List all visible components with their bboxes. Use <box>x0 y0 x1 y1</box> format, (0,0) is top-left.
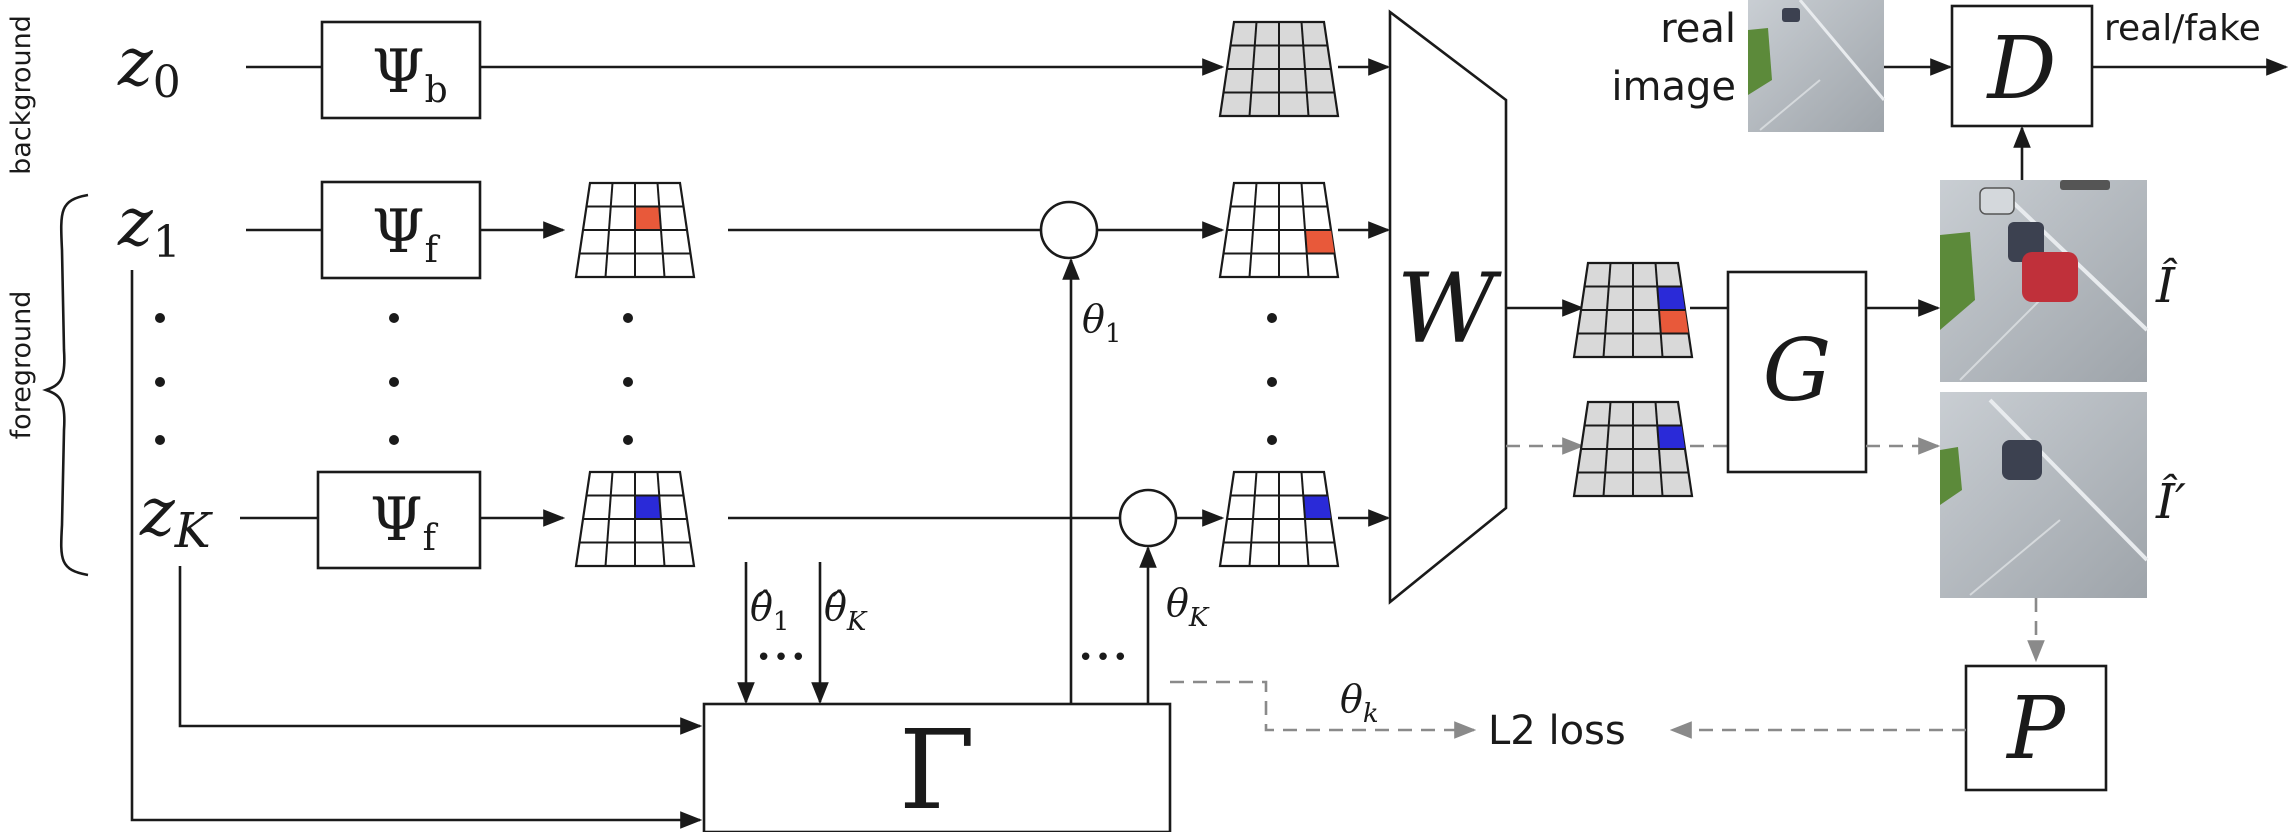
theta-hat-K-label: θ̂K <box>824 585 868 637</box>
real-image-label-line1: real <box>1660 6 1736 52</box>
psi-fK-box <box>316 470 482 570</box>
grid-object-cell <box>1303 495 1331 519</box>
psi-fK-label: Ψf <box>370 485 439 559</box>
pose-net-label: P <box>2005 679 2067 779</box>
gamma-box <box>702 702 1172 832</box>
feature-grid-zK <box>574 470 696 568</box>
gamma-label: Γ <box>899 706 975 832</box>
grid-object-cell <box>1305 230 1335 254</box>
ellipsis-dot <box>1267 313 1277 323</box>
theta-K-label: θK <box>1166 581 1210 633</box>
z1-to-gamma-arrow <box>130 270 703 829</box>
grid-object-cell <box>635 495 661 519</box>
transform-node-1 <box>1039 200 1099 260</box>
feature-grid-z1 <box>574 181 696 279</box>
generated-image-I-hat-prime <box>1940 392 2149 598</box>
real-image-label-line2: image <box>1611 64 1736 110</box>
discriminator-label: D <box>1986 19 2057 119</box>
psi-f1-label: Ψf <box>372 197 441 271</box>
theta-hat-1-label: θ̂1 <box>750 585 789 637</box>
renderer-label: G <box>1763 321 1832 421</box>
ellipsis-dot <box>155 377 165 387</box>
loss-label: L2 loss <box>1488 708 1626 754</box>
grid-object-cell <box>635 206 661 230</box>
discriminator-D-box <box>1950 4 2094 128</box>
renderer-G-box <box>1726 270 1868 474</box>
psi-f1-box <box>320 180 482 280</box>
psi-b-box <box>320 20 482 120</box>
psi-b-label: Ψb <box>372 37 448 111</box>
grid-object-cell <box>1657 286 1685 310</box>
output-I-hat-label: Î <box>2155 257 2178 314</box>
real-fake-label: real/fake <box>2104 8 2261 49</box>
ellipsis-dot <box>155 313 165 323</box>
background-grid <box>1218 20 1340 118</box>
theta-1-label: θ1 <box>1082 297 1121 349</box>
ellipsis-dot <box>389 435 399 445</box>
theta-ellipsis: ••• <box>1078 643 1130 673</box>
ellipsis-dot <box>389 313 399 323</box>
background-label: background <box>6 15 37 175</box>
transform-node-K <box>1118 488 1178 548</box>
foreground-brace <box>42 193 89 577</box>
ellipsis-dot <box>623 435 633 445</box>
output-I-hat-prime-label: Î′ <box>2155 473 2186 530</box>
real-image-thumbnail <box>1748 0 1886 132</box>
warp-composer-W <box>1388 9 1508 605</box>
ellipsis-dot <box>623 313 633 323</box>
generated-image-I-hat <box>1940 180 2149 382</box>
transformed-grid-zK <box>1218 470 1340 568</box>
latent-z0: z0 <box>117 24 181 108</box>
latent-zK: zK <box>139 474 214 559</box>
theta-k-label: θk <box>1340 677 1379 729</box>
gamma-to-loss-dashed-arrow <box>1170 680 1477 739</box>
ellipsis-dot <box>155 435 165 445</box>
ellipsis-dot <box>1267 377 1277 387</box>
zK-to-gamma-arrow <box>178 566 703 735</box>
latent-z1: z1 <box>117 184 181 268</box>
foreground-only-grid <box>1572 400 1694 498</box>
ellipsis-dot <box>389 377 399 387</box>
grid-object-cell <box>1659 310 1689 334</box>
pose-net-P-box <box>1964 664 2108 792</box>
transformed-grid-z1 <box>1218 181 1340 279</box>
composite-grid <box>1572 261 1694 359</box>
theta-hat-ellipsis: ••• <box>756 643 808 673</box>
ellipsis-dot <box>1267 435 1277 445</box>
foreground-label: foreground <box>6 291 37 440</box>
grid-object-cell <box>1657 425 1685 449</box>
warp-label: W <box>1397 253 1503 365</box>
ellipsis-dot <box>623 377 633 387</box>
